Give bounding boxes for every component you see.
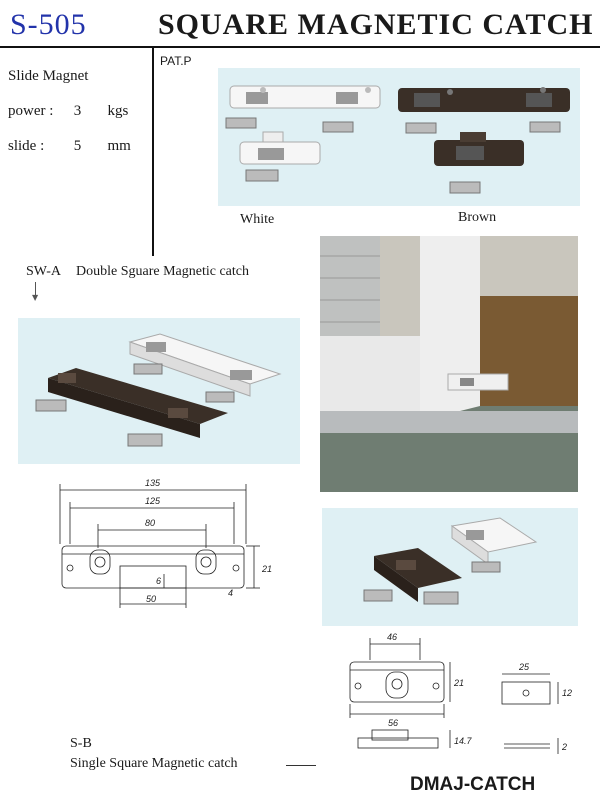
s-b-photo — [322, 508, 578, 626]
brown-double-catch — [398, 87, 570, 112]
dim-12: 12 — [562, 688, 572, 698]
spec-power: power : 3 kgs — [8, 103, 128, 120]
sw-a-code: SW-A — [26, 264, 61, 279]
s-b-white-catch — [450, 517, 538, 565]
dim-46: 46 — [387, 632, 397, 642]
sw-a-brown-catch — [48, 368, 228, 438]
dim-2: 2 — [561, 742, 567, 752]
sw-a-photo — [18, 318, 300, 464]
header-divider — [0, 46, 600, 48]
dim-14-7: 14.7 — [454, 736, 473, 746]
brand-name: DMAJ-CATCH — [410, 774, 536, 795]
page-title: SQUARE MAGNETIC CATCH — [158, 8, 594, 41]
power-label: power : — [8, 103, 54, 119]
dim-80: 80 — [145, 518, 155, 528]
brown-single-catch — [434, 132, 524, 166]
sw-a-white-catch — [128, 333, 282, 397]
dim-135: 135 — [145, 478, 161, 488]
down-arrow-icon: ▼ — [32, 293, 39, 302]
white-double-catch — [229, 85, 381, 109]
s-b-dimension-drawing: 46 56 21 25 12 14.7 2 — [340, 630, 590, 760]
dim-4: 4 — [228, 588, 233, 598]
power-value: 3 — [73, 103, 82, 119]
slide-value: 5 — [73, 138, 82, 154]
spec-type: Slide Magnet — [8, 68, 89, 84]
dim-25: 25 — [518, 662, 530, 672]
slide-unit: mm — [107, 138, 131, 154]
patent-label: PAT.P — [160, 54, 192, 68]
product-photo-colors — [218, 68, 580, 206]
slide-label: slide : — [8, 138, 45, 154]
spec-slide: slide : 5 mm — [8, 138, 131, 155]
s-b-pointer-line — [286, 765, 316, 766]
caption-brown: Brown — [458, 210, 497, 225]
dim-56: 56 — [388, 718, 398, 728]
s-b-description: Single Square Magnetic catch — [70, 756, 238, 771]
dim-21: 21 — [453, 678, 464, 688]
dim-50: 50 — [146, 594, 156, 604]
dim-21: 21 — [261, 564, 272, 574]
spec-divider — [152, 46, 154, 256]
sw-a-pointer-line — [35, 282, 36, 298]
dim-125: 125 — [145, 496, 161, 506]
white-single-catch — [239, 131, 321, 165]
sw-a-description: Double Sguare Magnetic catch — [76, 264, 249, 279]
model-number: S-505 — [10, 8, 87, 41]
sw-a-dimension-drawing: 135 125 80 50 21 6 4 — [40, 474, 280, 624]
power-unit: kgs — [107, 103, 129, 119]
s-b-brown-catch — [374, 548, 462, 602]
caption-white: White — [240, 212, 275, 227]
dim-6: 6 — [156, 576, 161, 586]
s-b-code: S-B — [70, 736, 92, 751]
installation-photo — [320, 236, 578, 492]
